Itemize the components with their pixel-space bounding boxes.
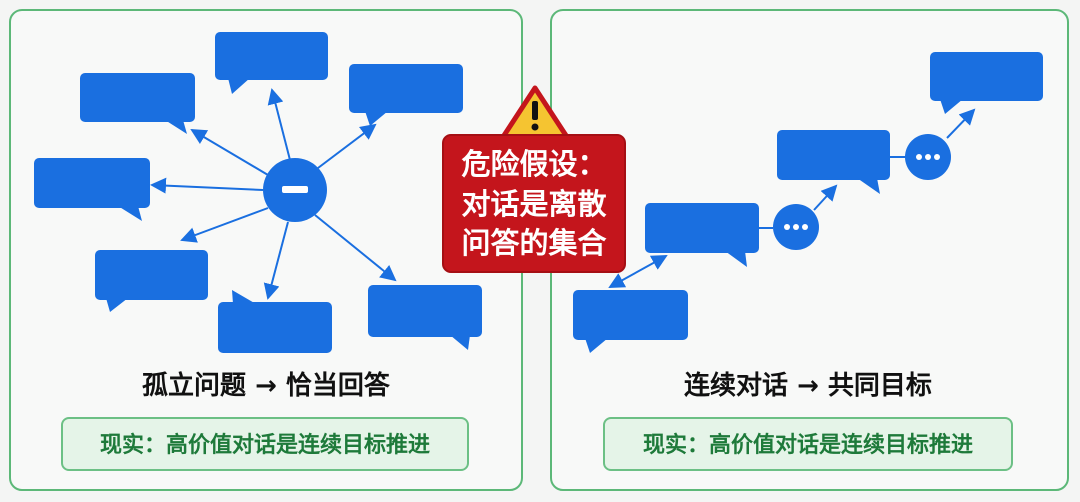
arrow (317, 123, 377, 169)
arrow (946, 108, 976, 139)
chat-bubble-icon (645, 203, 759, 267)
chat-bubble-icon (218, 290, 332, 353)
warning-sign: 危险假设： 对话是离散 问答的集合 (442, 85, 626, 273)
left-reality-text: 现实：高价值对话是连续目标推进 (100, 432, 430, 458)
arrow (267, 88, 291, 161)
arrow (813, 184, 838, 211)
arrow (263, 221, 289, 300)
double-arrow (608, 255, 668, 288)
chat-bubble-icon (34, 158, 150, 221)
chat-bubble-icon (80, 73, 195, 134)
arrow (190, 128, 269, 176)
right-reality-box (603, 417, 1013, 471)
arrow (180, 207, 269, 243)
ellipsis-icon (773, 204, 819, 250)
warning-line-3: 问答的集合 (461, 226, 606, 260)
right-reality-text: 现实：高价值对话是连续目标推进 (643, 432, 973, 458)
right-title: 连续对话 → 共同目标 (684, 370, 932, 401)
warning-line-1: 危险假设： (461, 147, 606, 181)
right-chat-bubbles (573, 52, 1043, 353)
left-title: 孤立问题 → 恰当回答 (142, 370, 391, 401)
left-arrows (150, 88, 397, 300)
chat-bubble-icon (368, 285, 482, 350)
chat-bubble-icon (777, 130, 890, 194)
chat-bubble-icon (930, 52, 1043, 114)
right-arrows (608, 108, 976, 288)
arrow (314, 214, 397, 282)
left-chat-bubbles (34, 32, 482, 353)
hub-node (263, 158, 327, 222)
warning-line-2: 对话是离散 (461, 187, 606, 221)
chat-bubble-icon (349, 64, 463, 126)
chat-bubble-icon (573, 290, 688, 353)
minus-icon (282, 186, 308, 193)
ellipsis-icon (905, 134, 951, 180)
chat-bubble-icon (215, 32, 328, 94)
chat-bubble-icon (95, 250, 208, 312)
left-reality-box (61, 417, 469, 471)
warning-box (442, 134, 626, 273)
arrow (150, 177, 264, 194)
